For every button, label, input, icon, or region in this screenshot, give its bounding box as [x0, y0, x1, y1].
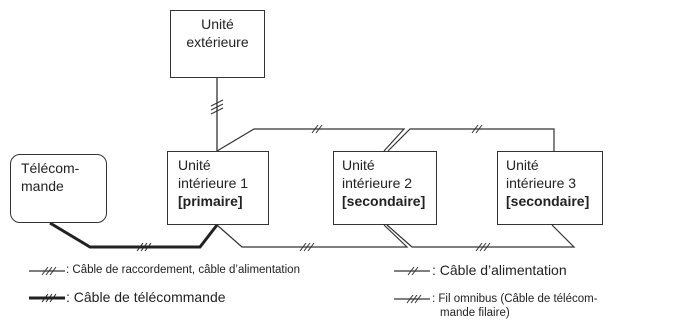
indoor-unit-2-box: Unité intérieure 2 [secondaire]: [333, 151, 437, 225]
outdoor-unit-line1: Unité: [201, 16, 234, 32]
indoor-unit-1-role: [primaire]: [178, 193, 243, 209]
indoor-unit-3-role: [secondaire]: [506, 193, 590, 209]
indoor-unit-1-line1: Unité: [178, 157, 211, 173]
double-hatch-marker: [311, 124, 483, 134]
indoor-unit-3-box: Unité intérieure 3 [secondaire]: [497, 151, 603, 225]
triple-hatch-marker: [210, 99, 224, 115]
remote-cable: [49, 221, 219, 249]
legend-power-cable: : Câble d’alimentation: [432, 262, 567, 278]
bus-hatch-marker: [299, 242, 491, 252]
remote-controller-box: Télécom- mande: [10, 154, 107, 223]
indoor-unit-2-line2: intérieure 2: [342, 175, 413, 191]
indoor-unit-3-line2: intérieure 3: [506, 175, 577, 191]
power-cable-top-2: [387, 128, 555, 152]
legend-connection-power: : Câble de raccordement, câble d’aliment…: [66, 264, 300, 276]
indoor-unit-1-line2: intérieure 1: [178, 175, 249, 191]
legend-bus-wire-line2: mande filaire): [440, 307, 510, 319]
bus-wire-bottom: [216, 224, 409, 248]
outdoor-unit-line2: extérieure: [186, 34, 249, 50]
legend-bus-wire: : Fil omnibus (Câble de télécom- mande f…: [432, 292, 598, 320]
remote-controller-line1: Télécom-: [21, 160, 80, 176]
indoor-unit-2-role: [secondaire]: [342, 193, 426, 209]
indoor-unit-1-box: Unité intérieure 1 [primaire]: [167, 151, 269, 225]
legend-symbol-bus: [394, 294, 430, 304]
outdoor-unit-box: Unité extérieure: [170, 10, 265, 78]
power-cable-top: [216, 128, 406, 152]
legend-symbol-power: [394, 266, 430, 276]
remote-controller-line2: mande: [21, 178, 64, 194]
indoor-unit-2-line1: Unité: [342, 157, 375, 173]
legend-remote-cable: : Câble de télécommande: [66, 289, 226, 305]
indoor-unit-3-line1: Unité: [506, 157, 539, 173]
bus-wire-bottom-2: [386, 224, 576, 248]
legend-bus-wire-line1: : Fil omnibus (Câble de télécom-: [432, 293, 598, 305]
legend-symbol-connection: [29, 266, 65, 276]
legend-symbol-remote-cable: [29, 293, 65, 303]
remote-hatch-marker: [136, 242, 152, 252]
